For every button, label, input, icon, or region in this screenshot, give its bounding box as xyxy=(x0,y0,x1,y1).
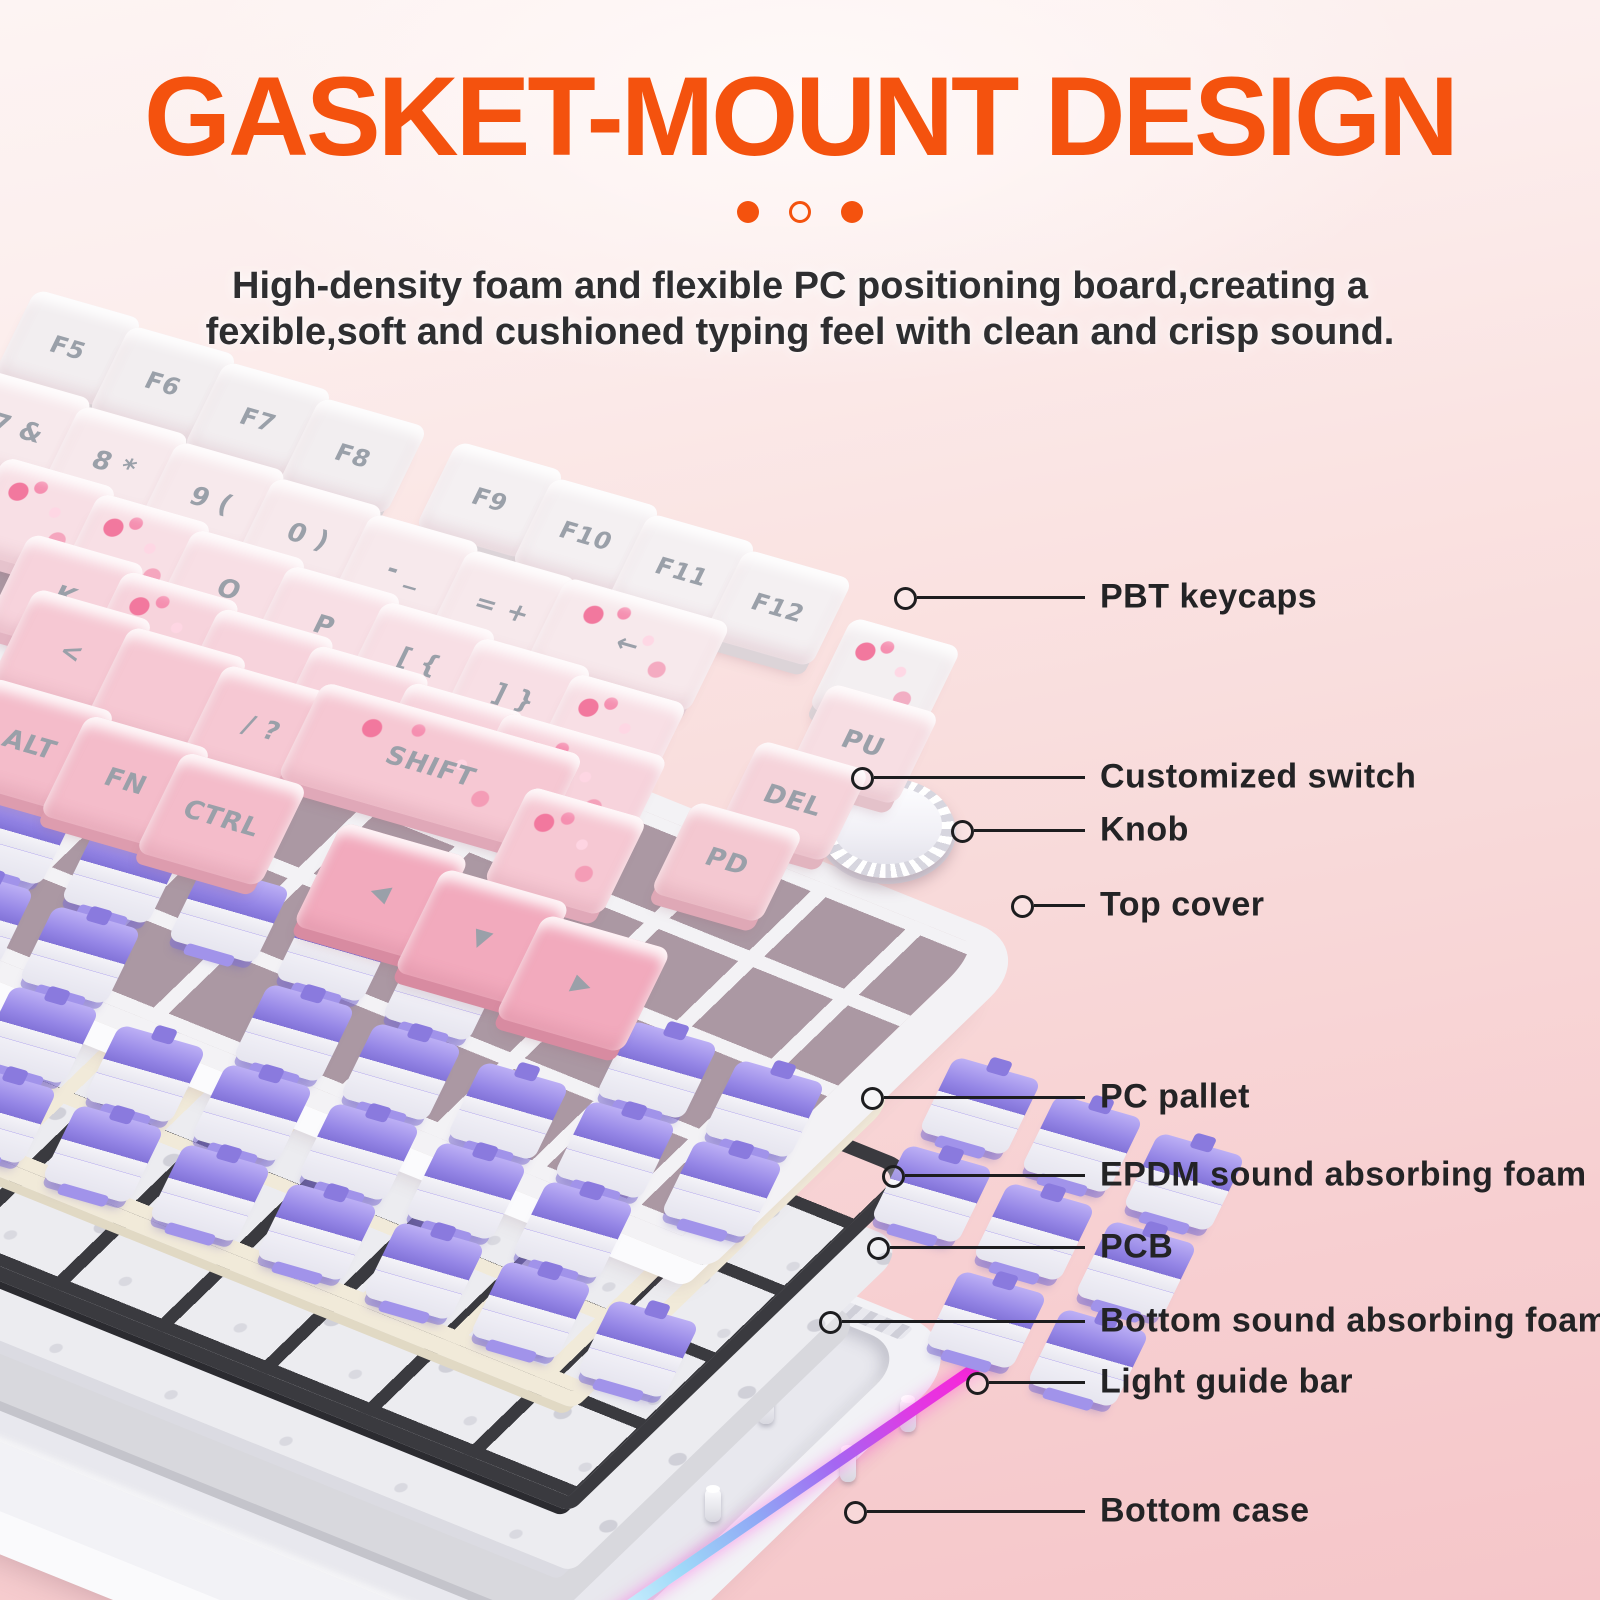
callout-circle xyxy=(966,1372,989,1395)
callout-line xyxy=(874,776,1085,779)
callout-circle xyxy=(851,767,874,790)
keycap-legend: ◀ xyxy=(365,876,397,908)
keycap-legend: 9 ( xyxy=(184,481,238,521)
keycap-legend: F10 xyxy=(554,515,618,557)
callout-label: PBT keycaps xyxy=(1100,577,1318,616)
keycap-legend: SHIFT xyxy=(380,740,481,793)
callout-line xyxy=(1034,904,1085,907)
keycap-legend: FN xyxy=(98,762,153,802)
keycap-legend: 0 ) xyxy=(281,517,335,557)
callout-line xyxy=(884,1096,1085,1099)
keycap-legend: / ? xyxy=(237,710,286,748)
carousel-dots xyxy=(0,201,1600,223)
keycap-legend: 8 * xyxy=(86,445,142,485)
callout-label: PCB xyxy=(1100,1227,1174,1266)
callout-label: Light guide bar xyxy=(1100,1362,1354,1401)
callout-line xyxy=(842,1320,1085,1323)
keycap-legend: ▼ xyxy=(466,922,498,954)
callout-line xyxy=(890,1246,1085,1249)
keycap-legend: ALT xyxy=(0,724,62,767)
description: High-density foam and flexible PC positi… xyxy=(0,264,1600,355)
keycap-legend: F6 xyxy=(139,366,187,402)
description-line-1: High-density foam and flexible PC positi… xyxy=(232,265,1368,307)
keycap-legend: F12 xyxy=(746,587,810,629)
callout-line xyxy=(989,1381,1085,1384)
callout-label: PC pallet xyxy=(1100,1077,1250,1116)
carousel-dot xyxy=(737,201,759,223)
callout-circle xyxy=(819,1311,842,1334)
callout-line xyxy=(917,596,1085,599)
callout-circle xyxy=(867,1237,890,1260)
keycap-legend: ▶ xyxy=(567,968,599,1000)
keycap-legend: F7 xyxy=(234,402,282,438)
callout-line xyxy=(867,1510,1085,1513)
keycap-legend: = + xyxy=(468,587,536,631)
callout-label: Top cover xyxy=(1100,885,1265,924)
callout-circle xyxy=(1011,895,1034,918)
keycap-legend: < xyxy=(53,635,90,670)
carousel-dot xyxy=(841,201,863,223)
case-post xyxy=(705,1485,721,1522)
keycap-legend: CTRL xyxy=(177,794,266,844)
page-title: GASKET-MOUNT DESIGN xyxy=(144,54,1459,179)
callout-label: EPDM sound absorbing foam xyxy=(1100,1155,1587,1194)
keycap-legend: F5 xyxy=(44,330,92,366)
keycap-legend: 7 & xyxy=(0,407,50,450)
callout-label: Bottom case xyxy=(1100,1491,1310,1530)
keycap-legend: PD xyxy=(699,842,755,882)
callout-label: Knob xyxy=(1100,810,1189,849)
callout-circle xyxy=(894,587,917,610)
keycap-legend: F9 xyxy=(466,482,514,518)
keycap-legend: - _ xyxy=(381,554,430,592)
keycap-legend: DEL xyxy=(757,779,828,823)
keycap-legend: PU xyxy=(836,724,890,764)
mechanical-switch xyxy=(972,1182,1096,1282)
callout-line xyxy=(905,1174,1085,1177)
callout-circle xyxy=(882,1165,905,1188)
mechanical-switch xyxy=(918,1056,1042,1156)
callout-circle xyxy=(861,1087,884,1110)
callout-label: Bottom sound absorbing foam xyxy=(1100,1301,1600,1340)
keycap-legend: F8 xyxy=(329,438,377,474)
carousel-dot xyxy=(789,201,811,223)
keycap-legend: F11 xyxy=(650,551,714,593)
keycap-legend: ← xyxy=(610,628,646,662)
callout-circle xyxy=(951,820,974,843)
callout-line xyxy=(974,829,1085,832)
callout-label: Customized switch xyxy=(1100,757,1417,796)
callout-circle xyxy=(844,1501,867,1524)
description-line-2: fexible,soft and cushioned typing feel w… xyxy=(205,310,1395,353)
